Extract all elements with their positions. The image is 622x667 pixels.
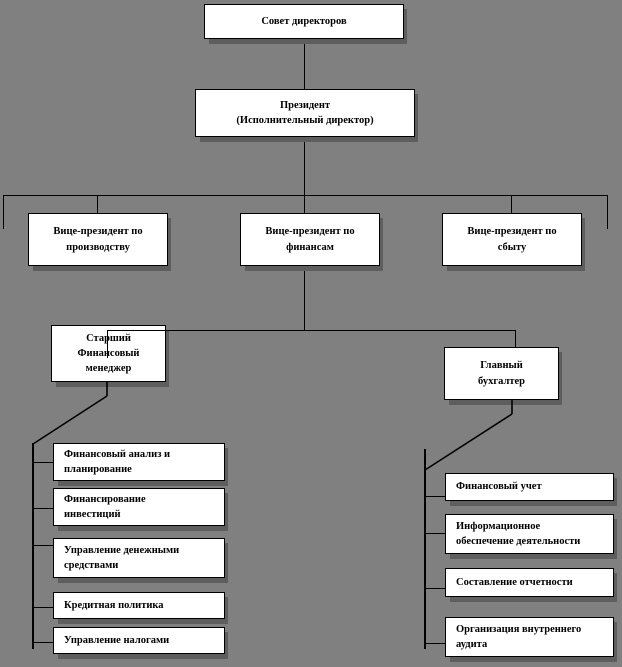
- right-branch-item-3-label: Составление отчетности: [456, 576, 573, 588]
- node-senior-financial-manager-label: Старший Финансовый менеджер: [77, 332, 140, 375]
- connector-board-to-president: [304, 39, 305, 89]
- node-chief-accountant: Главный бухгалтер: [444, 347, 559, 400]
- left-branch-tick-2: [32, 508, 53, 509]
- left-branch-item-5-label: Управление налогами: [64, 634, 170, 646]
- node-board-of-directors: Совет директоров: [204, 4, 404, 39]
- right-branch-item-internal-audit: Организация внутреннего аудита: [445, 617, 614, 657]
- left-branch-item-3-label: Управление денежными средствами: [64, 544, 180, 571]
- right-branch-item-reporting: Составление отчетности: [445, 568, 614, 597]
- left-branch-tick-4: [32, 607, 53, 608]
- node-board-of-directors-label: Совет директоров: [261, 15, 347, 27]
- finance-bus-horizontal: [107, 330, 516, 331]
- right-branch-item-4-label: Организация внутреннего аудита: [456, 623, 582, 650]
- node-chief-accountant-label: Главный бухгалтер: [477, 360, 525, 387]
- right-branch-item-information-support: Информационное обеспечение деятельности: [445, 514, 614, 554]
- vp-bus-horizontal: [3, 195, 608, 196]
- node-vp-sales: Вице-президент по сбыту: [442, 213, 582, 266]
- connector-bus-to-vp-sales: [511, 195, 512, 213]
- vp-bus-drop-far-right: [607, 195, 608, 229]
- right-branch-tick-1: [424, 496, 445, 497]
- node-senior-financial-manager: Старший Финансовый менеджер: [51, 325, 166, 382]
- connector-finance-bus-to-chief-accountant: [515, 330, 516, 347]
- left-branch-item-cash-management: Управление денежными средствами: [53, 538, 225, 578]
- right-branch-tick-3: [424, 588, 445, 589]
- right-branch-item-1-label: Финансовый учет: [456, 481, 542, 493]
- left-branch-tick-5: [32, 642, 53, 643]
- connector-bus-to-vp-finance: [304, 195, 305, 213]
- left-branch-item-tax-management: Управление налогами: [53, 627, 225, 654]
- left-branch-tick-1: [32, 462, 53, 463]
- node-president-label: Президент (Исполнительный директор): [236, 99, 374, 126]
- node-vp-finance: Вице-президент по финансам: [240, 213, 380, 266]
- vp-bus-drop-far-left: [3, 195, 4, 229]
- left-branch-item-2-label: Финансирование инвестиций: [64, 493, 146, 520]
- node-vp-production-label: Вице-президент по производству: [53, 226, 143, 253]
- left-branch-item-4-label: Кредитная политика: [64, 599, 164, 611]
- left-branch-item-1-label: Финансовый анализ и планирование: [64, 448, 171, 475]
- connector-vp-finance-down: [304, 266, 305, 331]
- node-vp-sales-label: Вице-президент по сбыту: [467, 226, 557, 253]
- connector-bus-to-vp-production: [97, 195, 98, 213]
- left-branch-item-investment-financing: Финансирование инвестиций: [53, 488, 225, 526]
- right-branch-item-2-label: Информационное обеспечение деятельности: [456, 520, 581, 547]
- connector-finance-bus-to-senior-manager: [107, 330, 108, 358]
- left-branch-item-credit-policy: Кредитная политика: [53, 592, 225, 619]
- left-branch-tick-3: [32, 545, 53, 546]
- node-president: Президент (Исполнительный директор): [195, 89, 415, 137]
- left-branch-spine: [32, 443, 34, 649]
- right-branch-tick-2: [424, 533, 445, 534]
- right-branch-tick-4: [424, 643, 445, 644]
- connector-president-down: [304, 137, 305, 196]
- right-branch-item-financial-accounting: Финансовый учет: [445, 473, 614, 501]
- left-branch-item-financial-analysis: Финансовый анализ и планирование: [53, 443, 225, 481]
- node-vp-production: Вице-президент по производству: [28, 213, 168, 266]
- node-vp-finance-label: Вице-президент по финансам: [265, 226, 355, 253]
- right-branch-spine: [424, 449, 426, 649]
